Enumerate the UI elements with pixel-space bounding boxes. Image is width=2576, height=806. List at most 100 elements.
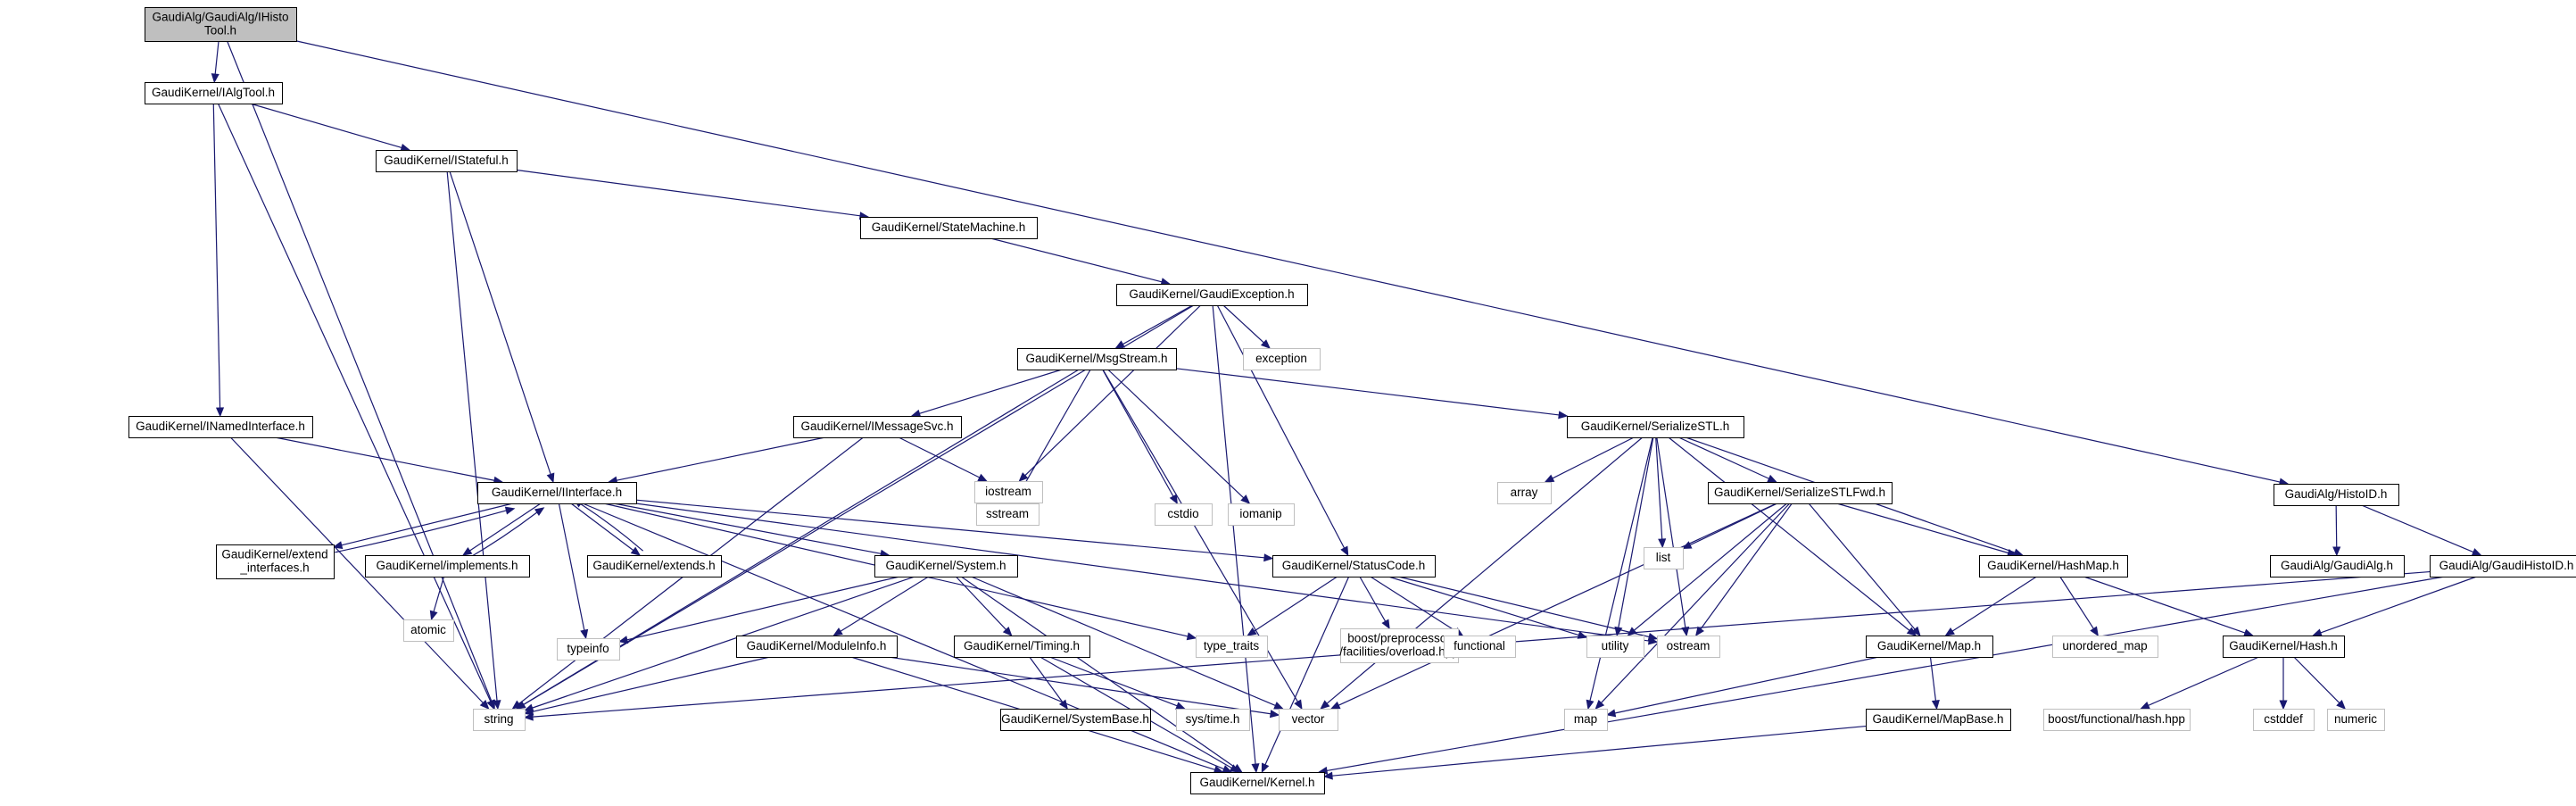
edge-serializestl-to-serializestlfwd bbox=[1678, 436, 1777, 483]
node-sstream: sstream bbox=[976, 503, 1040, 526]
edge-serializestlfwd-to-map bbox=[1594, 503, 1791, 710]
node-gaudihistoid[interactable]: GaudiAlg/GaudiHistoID.h bbox=[2430, 555, 2576, 577]
node-iinterface[interactable]: GaudiKernel/IInterface.h bbox=[477, 482, 637, 504]
node-box bbox=[1586, 636, 1644, 658]
edge-serializestl-to-array bbox=[1544, 436, 1635, 483]
node-inamedinterface[interactable]: GaudiKernel/INamedInterface.h bbox=[128, 416, 313, 438]
node-boost-overload: boost/preprocessor/facilities/overload.h… bbox=[1339, 628, 1459, 663]
node-hash-h[interactable]: GaudiKernel/Hash.h bbox=[2223, 636, 2345, 658]
edge-timing-to-systembase bbox=[1029, 656, 1068, 710]
edge-statuscode-to-type_traits bbox=[1247, 576, 1338, 636]
node-label: iostream bbox=[985, 485, 1031, 498]
node-box bbox=[145, 7, 297, 42]
node-label: boost/functional/hash.hpp bbox=[2048, 712, 2185, 726]
node-label: numeric bbox=[2334, 712, 2377, 726]
node-label: cstddef bbox=[2264, 712, 2303, 726]
node-label: GaudiKernel/MapBase.h bbox=[1872, 712, 2003, 726]
edge-istateful-to-statemachine bbox=[516, 169, 870, 220]
node-label: GaudiKernel/IStateful.h bbox=[384, 154, 509, 167]
edge-gaudihistoid-to-kernel bbox=[1317, 576, 2445, 775]
node-ialgtool[interactable]: GaudiKernel/IAlgTool.h bbox=[145, 82, 283, 104]
node-box bbox=[954, 636, 1090, 658]
node-label: GaudiKernel/Timing.h bbox=[964, 639, 1080, 652]
node-systembase[interactable]: GaudiKernel/SystemBase.h bbox=[1000, 709, 1151, 731]
node-timing[interactable]: GaudiKernel/Timing.h bbox=[954, 636, 1090, 658]
node-serializestl[interactable]: GaudiKernel/SerializeSTL.h bbox=[1567, 416, 1744, 438]
node-mapbase[interactable]: GaudiKernel/MapBase.h bbox=[1866, 709, 2011, 731]
node-string: string bbox=[473, 709, 526, 731]
node-map-h[interactable]: GaudiKernel/Map.h bbox=[1866, 636, 1993, 658]
node-iostream: iostream bbox=[974, 481, 1043, 503]
node-systime: sys/time.h bbox=[1176, 709, 1250, 731]
node-label: string bbox=[484, 712, 513, 726]
edge-serializestl-to-list bbox=[1655, 436, 1667, 549]
node-label: typeinfo bbox=[567, 642, 609, 655]
node-box bbox=[128, 416, 313, 438]
node-istateful[interactable]: GaudiKernel/IStateful.h bbox=[376, 150, 518, 172]
node-box bbox=[376, 150, 518, 172]
node-label: Tool.h bbox=[204, 24, 236, 37]
node-system[interactable]: GaudiKernel/System.h bbox=[874, 555, 1018, 577]
edge-serializestl-to-map bbox=[1586, 436, 1653, 710]
node-label: vector bbox=[1292, 712, 1325, 726]
edge-msgstream-to-serializestl bbox=[1175, 368, 1569, 420]
node-box bbox=[2430, 555, 2576, 577]
node-cstddef: cstddef bbox=[2253, 709, 2315, 731]
node-box bbox=[473, 709, 526, 731]
node-label: GaudiKernel/StatusCode.h bbox=[1282, 559, 1426, 572]
edge-system-to-moduleinfo bbox=[832, 576, 929, 636]
node-box bbox=[1444, 636, 1516, 658]
node-array: array bbox=[1497, 482, 1552, 504]
node-msgstream[interactable]: GaudiKernel/MsgStream.h bbox=[1017, 348, 1177, 370]
edge-serializestl-to-utility bbox=[1614, 436, 1654, 637]
node-serializestlfwd[interactable]: GaudiKernel/SerializeSTLFwd.h bbox=[1708, 482, 1893, 504]
node-box bbox=[1979, 555, 2128, 577]
node-moduleinfo[interactable]: GaudiKernel/ModuleInfo.h bbox=[736, 636, 898, 658]
node-implements[interactable]: GaudiKernel/implements.h bbox=[365, 555, 530, 577]
node-box bbox=[477, 482, 637, 504]
node-label: GaudiKernel/INamedInterface.h bbox=[136, 420, 305, 433]
node-label: unordered_map bbox=[2062, 639, 2147, 652]
node-label: /facilities/overload.hpp bbox=[1339, 645, 1459, 659]
node-box bbox=[1243, 348, 1321, 370]
node-label: map bbox=[1574, 712, 1597, 726]
edge-hashmap-to-hash_h bbox=[2083, 576, 2254, 637]
edge-moduleinfo-to-string bbox=[523, 656, 771, 716]
edge-hash_h-to-cstddef bbox=[2279, 657, 2288, 710]
node-statemachine[interactable]: GaudiKernel/StateMachine.h bbox=[860, 217, 1038, 239]
node-imessagesvc[interactable]: GaudiKernel/IMessageSvc.h bbox=[793, 416, 962, 438]
node-box bbox=[2253, 709, 2315, 731]
edge-iinterface-to-typeinfo bbox=[558, 503, 589, 640]
node-label: GaudiAlg/GaudiAlg.h bbox=[2281, 559, 2393, 572]
node-extends[interactable]: GaudiKernel/extends.h bbox=[587, 555, 722, 577]
node-histoid-h[interactable]: GaudiAlg/HistoID.h bbox=[2274, 484, 2399, 506]
node-hashmap[interactable]: GaudiKernel/HashMap.h bbox=[1979, 555, 2128, 577]
node-kernel[interactable]: GaudiKernel/Kernel.h bbox=[1190, 772, 1325, 794]
node-label: GaudiAlg/GaudiAlg/IHisto bbox=[152, 11, 288, 24]
node-box bbox=[1176, 709, 1250, 731]
edge-iinterface-to-extends bbox=[570, 503, 642, 556]
node-box bbox=[403, 619, 454, 642]
edge-msgstream-to-cstdio bbox=[1102, 369, 1178, 505]
edge-gaudiexception-to-exception bbox=[1222, 304, 1271, 349]
node-label: GaudiKernel/MsgStream.h bbox=[1025, 352, 1167, 365]
edge-iinterface-to-kernel bbox=[582, 503, 1233, 773]
node-label: sys/time.h bbox=[1186, 712, 1240, 726]
node-gaudialg-h[interactable]: GaudiAlg/GaudiAlg.h bbox=[2270, 555, 2405, 577]
node-box bbox=[1196, 636, 1268, 658]
node-label: GaudiKernel/extend bbox=[221, 548, 327, 561]
node-label: boost/preprocessor bbox=[1347, 632, 1451, 645]
node-box bbox=[1000, 709, 1151, 731]
edge-iinterface-to-statuscode bbox=[635, 499, 1274, 562]
node-cstdio: cstdio bbox=[1155, 503, 1213, 526]
node-extend-interfaces[interactable]: GaudiKernel/extend_interfaces.h bbox=[216, 544, 335, 579]
edge-implements-to-atomic bbox=[429, 576, 445, 621]
edge-hash_h-to-numeric bbox=[2293, 656, 2347, 710]
node-statuscode[interactable]: GaudiKernel/StatusCode.h bbox=[1272, 555, 1436, 577]
edge-statuscode-to-boost_overload bbox=[1359, 576, 1390, 630]
node-label: array bbox=[1511, 486, 1538, 499]
node-gaudiexception[interactable]: GaudiKernel/GaudiException.h bbox=[1116, 284, 1308, 306]
node-label: GaudiKernel/Hash.h bbox=[2229, 639, 2338, 652]
